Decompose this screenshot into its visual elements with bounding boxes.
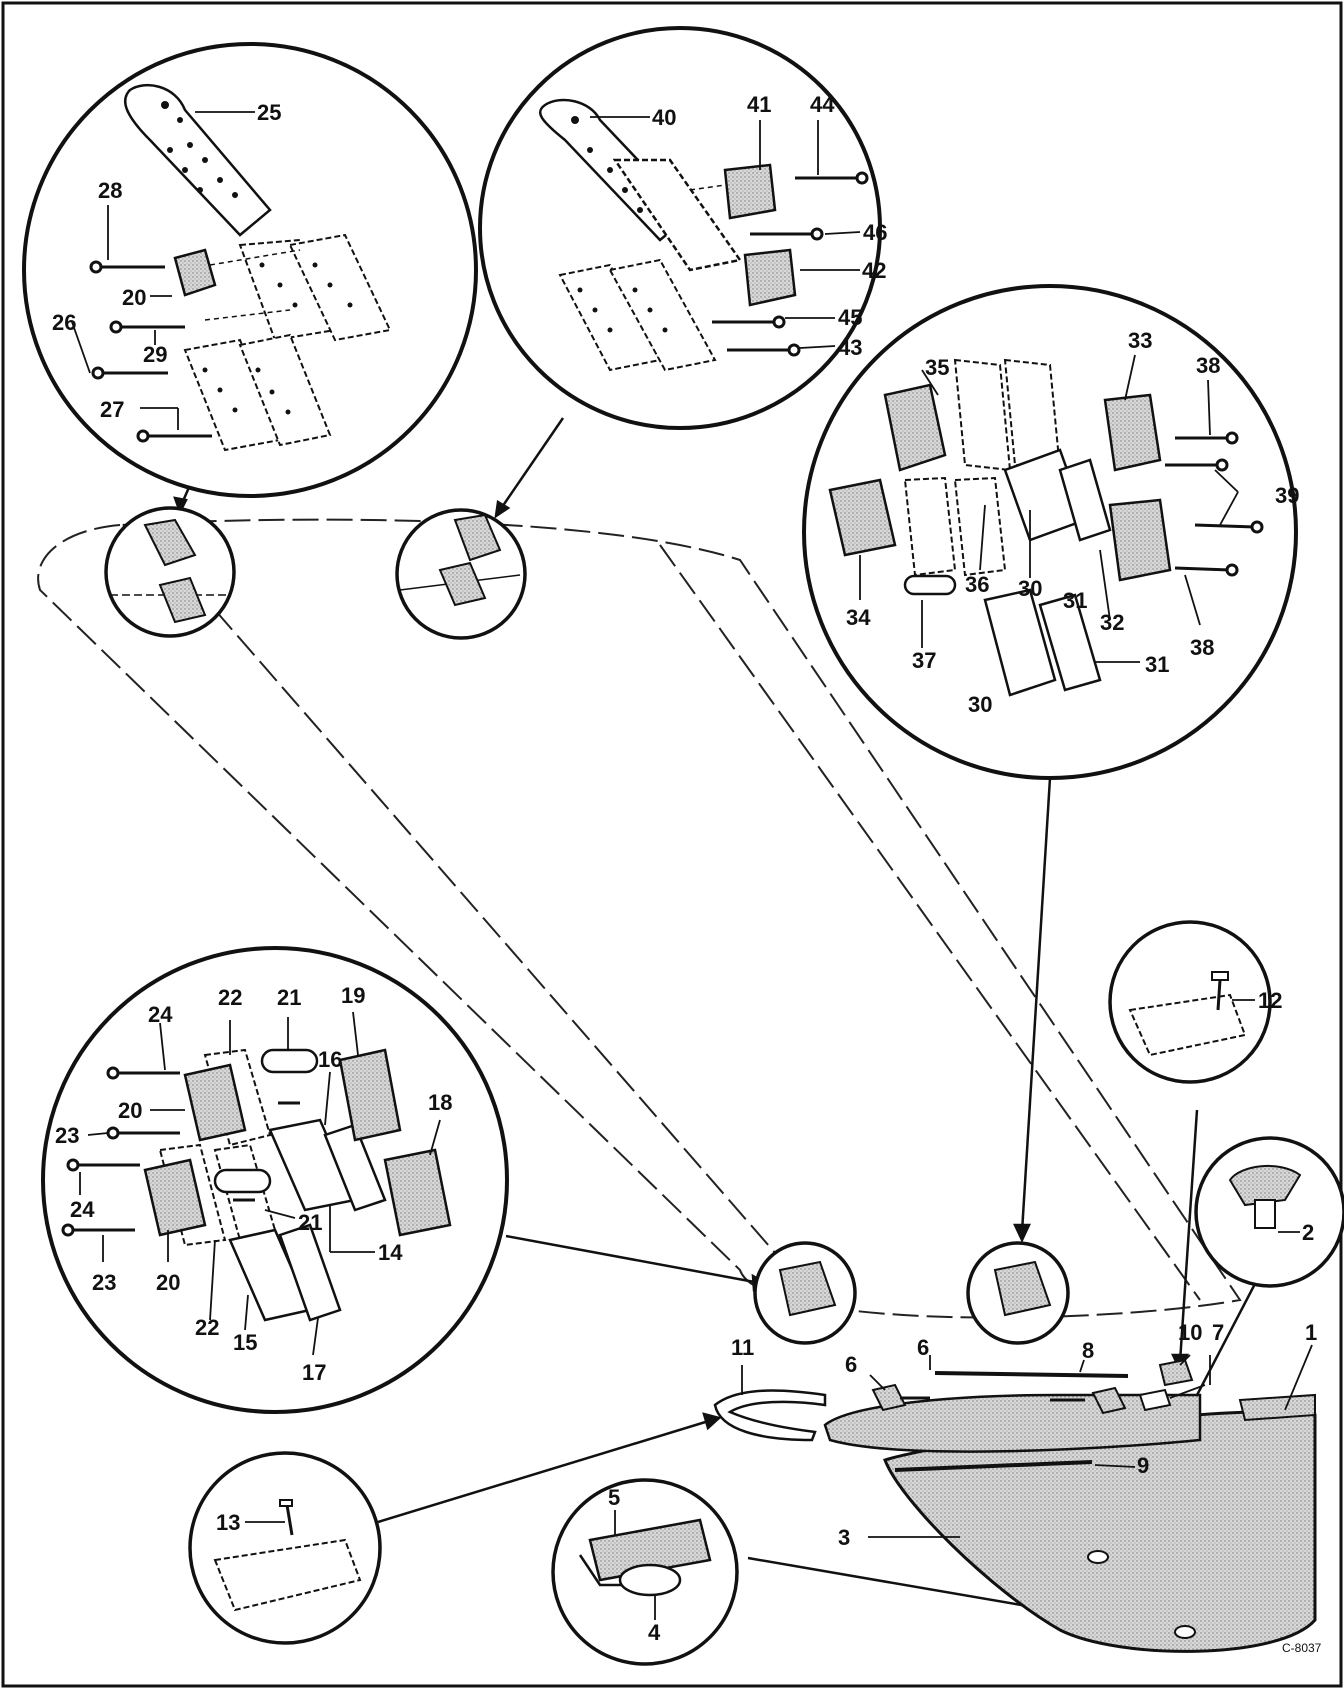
callout-22: 22 <box>218 985 242 1010</box>
wing-outline <box>37 518 1242 1319</box>
figure-code: C-8037 <box>1282 1641 1322 1655</box>
wing-assembly: 11 6 6 8 10 7 1 9 3 <box>713 1320 1317 1653</box>
mini-circle-bottom-b <box>966 1241 1070 1345</box>
callout-34: 34 <box>846 605 871 630</box>
callout-36: 36 <box>965 572 989 597</box>
callout-24b: 24 <box>70 1197 95 1222</box>
callout-19: 19 <box>341 983 365 1008</box>
mini-circle-bottom-a <box>753 1241 857 1345</box>
callout-30: 30 <box>1018 576 1042 601</box>
callout-12: 12 <box>1258 988 1282 1013</box>
callout-20: 20 <box>118 1098 142 1123</box>
callout-30b: 30 <box>968 692 992 717</box>
detail-circle-right: 35 33 38 39 34 36 30 31 32 37 38 31 30 <box>802 284 1299 780</box>
callout-21: 21 <box>277 985 301 1010</box>
callout-31b: 31 <box>1145 652 1169 677</box>
callout-33: 33 <box>1128 328 1152 353</box>
detail-circle-5-4: 5 4 <box>551 1478 739 1666</box>
callout-2: 2 <box>1302 1220 1314 1245</box>
callout-41: 41 <box>747 92 771 117</box>
detail-circle-top-left: 25 28 20 26 29 27 <box>22 42 478 498</box>
mini-circle-middle <box>395 508 527 640</box>
callout-6: 6 <box>845 1352 857 1377</box>
callout-32: 32 <box>1100 610 1124 635</box>
callout-22b: 22 <box>195 1315 219 1340</box>
callout-20: 20 <box>122 285 146 310</box>
callout-14: 14 <box>378 1240 403 1265</box>
callout-6b: 6 <box>917 1335 929 1360</box>
callout-42: 42 <box>862 258 886 283</box>
callout-16: 16 <box>318 1047 342 1072</box>
callout-8: 8 <box>1082 1338 1094 1363</box>
callout-29: 29 <box>143 342 167 367</box>
callout-27: 27 <box>100 397 124 422</box>
callout-17: 17 <box>302 1360 326 1385</box>
callout-26: 26 <box>52 310 76 335</box>
callout-44: 44 <box>810 92 835 117</box>
callout-28: 28 <box>98 178 122 203</box>
callout-5: 5 <box>608 1485 620 1510</box>
callout-23b: 23 <box>92 1270 116 1295</box>
callout-7: 7 <box>1212 1320 1224 1345</box>
callout-1: 1 <box>1305 1320 1317 1345</box>
callout-38b: 38 <box>1190 635 1214 660</box>
detail-circle-bottom-left: 24 22 21 19 16 18 20 23 24 21 14 23 20 2… <box>41 946 509 1414</box>
callout-45: 45 <box>838 305 862 330</box>
callout-18: 18 <box>428 1090 452 1115</box>
detail-circle-2: 2 <box>1194 1136 1344 1288</box>
callout-24: 24 <box>148 1002 173 1027</box>
detail-circle-13: 13 <box>188 1451 382 1645</box>
callout-31: 31 <box>1063 588 1087 613</box>
callout-25: 25 <box>257 100 281 125</box>
callout-20b: 20 <box>156 1270 180 1295</box>
detail-circle-12: 12 <box>1108 920 1282 1084</box>
callout-46: 46 <box>863 220 887 245</box>
callout-4: 4 <box>648 1620 661 1645</box>
callout-10: 10 <box>1178 1320 1202 1345</box>
callout-3: 3 <box>838 1525 850 1550</box>
callout-15: 15 <box>233 1330 257 1355</box>
callout-38: 38 <box>1196 353 1220 378</box>
callout-40: 40 <box>652 105 676 130</box>
callout-23: 23 <box>55 1123 79 1148</box>
mini-circle-left <box>104 506 236 638</box>
callout-37: 37 <box>912 648 936 673</box>
callout-43: 43 <box>838 335 862 360</box>
callout-9: 9 <box>1137 1453 1149 1478</box>
callout-13: 13 <box>216 1510 240 1535</box>
callout-11: 11 <box>731 1335 754 1360</box>
callout-35: 35 <box>925 355 949 380</box>
callout-39: 39 <box>1275 483 1299 508</box>
detail-circle-top-middle: 40 41 44 46 42 45 43 <box>478 26 887 430</box>
callout-21b: 21 <box>298 1210 322 1235</box>
